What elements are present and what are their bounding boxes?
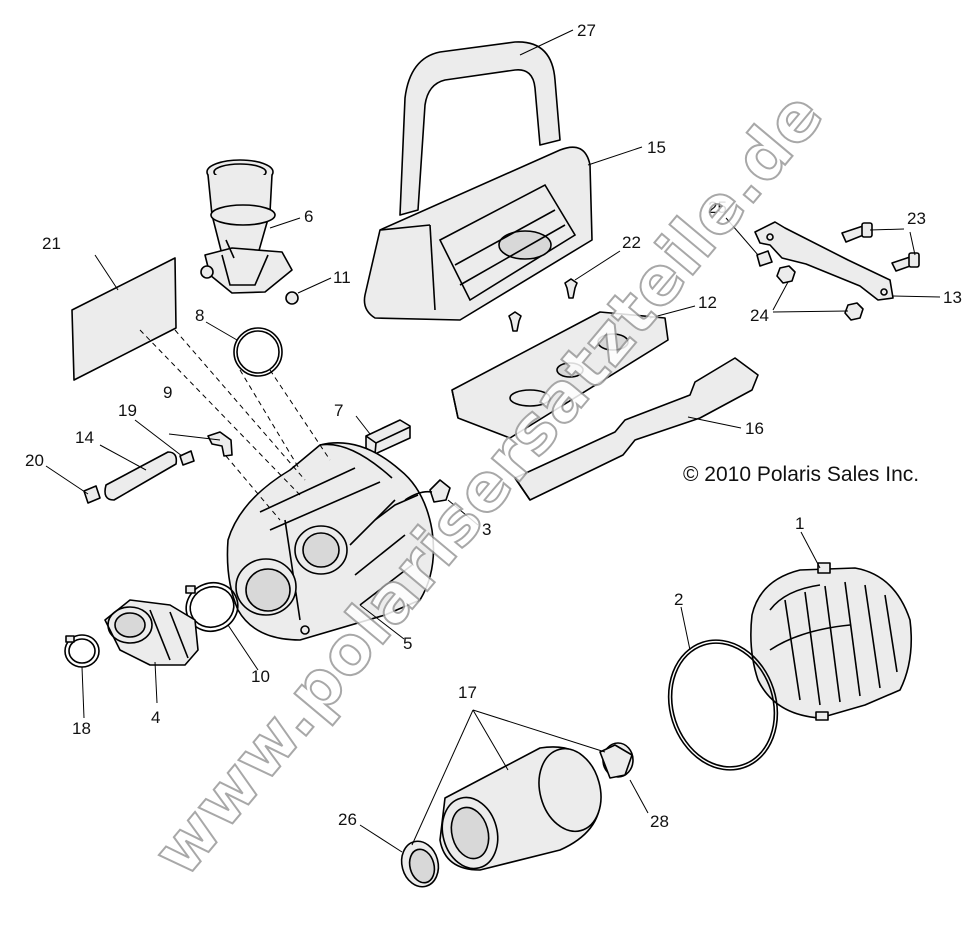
- part-8-o-ring: [233, 327, 283, 377]
- callout-1: 1: [795, 514, 804, 533]
- part-14-hose: [104, 451, 178, 501]
- part-5-airbox: [226, 442, 435, 641]
- cover-vent-hole: [498, 230, 552, 260]
- part-9-elbow: [207, 431, 233, 457]
- callout-11: 11: [333, 268, 351, 287]
- callout-17: 17: [458, 683, 477, 702]
- callout-13: 13: [943, 288, 962, 307]
- part-26-ring: [400, 840, 440, 888]
- part-2-seal: [667, 639, 779, 771]
- part-4-outlet-boot: [104, 599, 199, 666]
- callout-26: 26: [338, 810, 357, 829]
- callout-19: 19: [118, 401, 137, 420]
- part-12-foam-pad: [451, 311, 669, 439]
- callout-4: 4: [151, 708, 160, 727]
- callout-28: 28: [650, 812, 669, 831]
- callout-8: 8: [195, 306, 204, 325]
- part-21-label: [71, 257, 177, 381]
- callout-7: 7: [334, 401, 343, 420]
- callout-15: 15: [647, 138, 666, 157]
- callout-14: 14: [75, 428, 94, 447]
- part-15-cover: [363, 146, 593, 321]
- part-28-cap: [599, 742, 634, 779]
- callout-2: 2: [674, 590, 683, 609]
- part-17-filter: [439, 746, 602, 871]
- callout-25: 25: [708, 198, 727, 217]
- part-27-handle: [399, 41, 561, 216]
- part-13-bracket: [754, 221, 894, 301]
- callout-12: 12: [698, 293, 717, 312]
- callout-18: 18: [72, 719, 91, 738]
- leader-lines: [45, 29, 941, 853]
- part-20-clamp: [83, 485, 101, 504]
- callout-27: 27: [577, 21, 596, 40]
- part-3-sensor: [404, 479, 451, 503]
- callout-labels: 27 15 6 21 11 8 22 12 25 23 13 24 7 9 19…: [25, 21, 962, 831]
- part-22-push-rivets: [508, 278, 578, 332]
- callout-21: 21: [42, 234, 61, 253]
- callout-16: 16: [745, 419, 764, 438]
- part-7-block: [365, 419, 411, 455]
- part-23-bolts: [841, 222, 920, 272]
- part-11-screws: [200, 265, 299, 305]
- callout-6: 6: [304, 207, 313, 226]
- part-6-intake-tube: [204, 159, 293, 294]
- alignment-lines: [139, 329, 331, 521]
- callout-24: 24: [750, 306, 769, 325]
- part-25-clip: [756, 250, 773, 267]
- part-19-clamp: [179, 450, 195, 466]
- callout-10: 10: [251, 667, 270, 686]
- part-1-airbox-cover: [750, 562, 913, 721]
- callout-23: 23: [907, 209, 926, 228]
- callout-9: 9: [163, 383, 172, 402]
- part-16-foam-strip: [514, 357, 759, 501]
- callout-22: 22: [622, 233, 641, 252]
- copyright-notice: © 2010 Polaris Sales Inc.: [683, 463, 919, 486]
- part-18-clamp: [64, 634, 100, 668]
- callout-20: 20: [25, 451, 44, 470]
- part-24-nuts: [776, 265, 864, 321]
- callout-5: 5: [403, 634, 412, 653]
- callout-3: 3: [482, 520, 491, 539]
